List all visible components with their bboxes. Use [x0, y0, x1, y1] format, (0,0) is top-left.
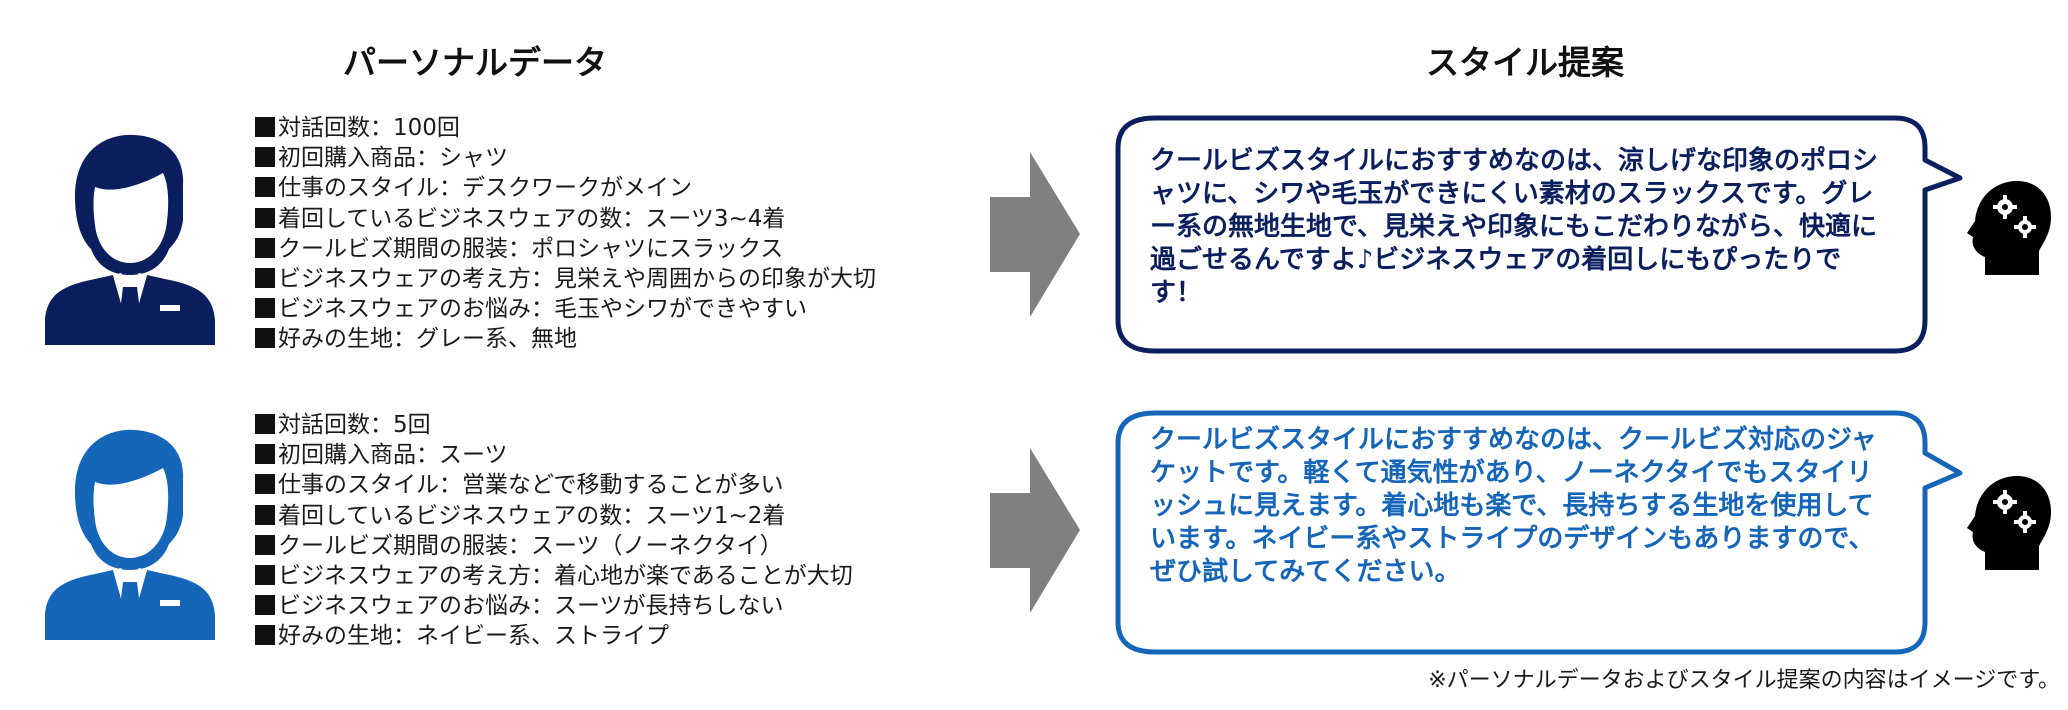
speech-bubble-1: クールビズスタイルにおすすめなのは、涼しげな印象のポロシャツに、シワや毛玉ができ…	[1115, 115, 1975, 355]
heading-style-suggestion: スタイル提案	[1426, 43, 1624, 82]
list-item: 着回しているビジネスウェアの数：スーツ1~2着	[255, 501, 853, 531]
list-item: 好みの生地：ネイビー系、ストライプ	[255, 621, 853, 651]
list-item: 初回購入商品：スーツ	[255, 440, 853, 470]
speech-bubble-2: クールビズスタイルにおすすめなのは、クールビズ対応のジャケットです。軽くて通気性…	[1115, 410, 1975, 655]
list-item: 着回しているビジネスウェアの数：スーツ3~4着	[255, 204, 876, 234]
bullet-square-icon	[255, 444, 275, 465]
bullet-square-icon	[255, 298, 275, 319]
head-gears-icon	[1965, 470, 2055, 580]
bullet-square-icon	[255, 625, 275, 646]
bullet-square-icon	[255, 237, 275, 258]
bullet-square-icon	[255, 268, 275, 289]
suggestion-text-2: クールビズスタイルにおすすめなのは、クールビズ対応のジャケットです。軽くて通気性…	[1150, 425, 1877, 587]
head-gears-icon	[1965, 175, 2055, 285]
list-item: 対話回数：5回	[255, 410, 853, 440]
list-item: 仕事のスタイル：営業などで移動することが多い	[255, 470, 853, 500]
bullet-square-icon	[255, 177, 275, 198]
right-arrow-icon	[990, 152, 1080, 317]
list-item: ビジネスウェアのお悩み：スーツが長持ちしない	[255, 591, 853, 621]
personal-data-list-2: 対話回数：5回 初回購入商品：スーツ 仕事のスタイル：営業などで移動することが多…	[255, 410, 853, 652]
list-item: ビジネスウェアの考え方：見栄えや周囲からの印象が大切	[255, 264, 876, 294]
bullet-square-icon	[255, 595, 275, 616]
bullet-square-icon	[255, 565, 275, 586]
bullet-square-icon	[255, 534, 275, 555]
list-item: ビジネスウェアのお悩み：毛玉やシワができやすい	[255, 294, 876, 324]
heading-personal-data: パーソナルデータ	[343, 43, 607, 82]
list-item: 初回購入商品：シャツ	[255, 143, 876, 173]
businessman-icon	[35, 125, 225, 345]
list-item: ビジネスウェアの考え方：着心地が楽であることが大切	[255, 561, 853, 591]
bullet-square-icon	[255, 117, 275, 137]
footnote: ※パーソナルデータおよびスタイル提案の内容はイメージです。	[1428, 668, 2060, 693]
bullet-square-icon	[255, 207, 275, 228]
list-item: 好みの生地：グレー系、無地	[255, 324, 876, 354]
bullet-square-icon	[255, 147, 275, 168]
bullet-square-icon	[255, 504, 275, 525]
bullet-square-icon	[255, 414, 275, 434]
list-item: クールビズ期間の服装：スーツ（ノーネクタイ）	[255, 531, 853, 561]
list-item: 仕事のスタイル：デスクワークがメイン	[255, 173, 876, 203]
personal-data-list-1: 対話回数：100回 初回購入商品：シャツ 仕事のスタイル：デスクワークがメイン …	[255, 113, 876, 355]
list-item: 対話回数：100回	[255, 113, 876, 143]
bullet-square-icon	[255, 474, 275, 495]
suggestion-text-1: クールビズスタイルにおすすめなのは、涼しげな印象のポロシャツに、シワや毛玉ができ…	[1150, 146, 1879, 308]
businessman-icon	[35, 420, 225, 640]
right-arrow-icon	[990, 448, 1080, 613]
list-item: クールビズ期間の服装：ポロシャツにスラックス	[255, 234, 876, 264]
bullet-square-icon	[255, 328, 275, 349]
